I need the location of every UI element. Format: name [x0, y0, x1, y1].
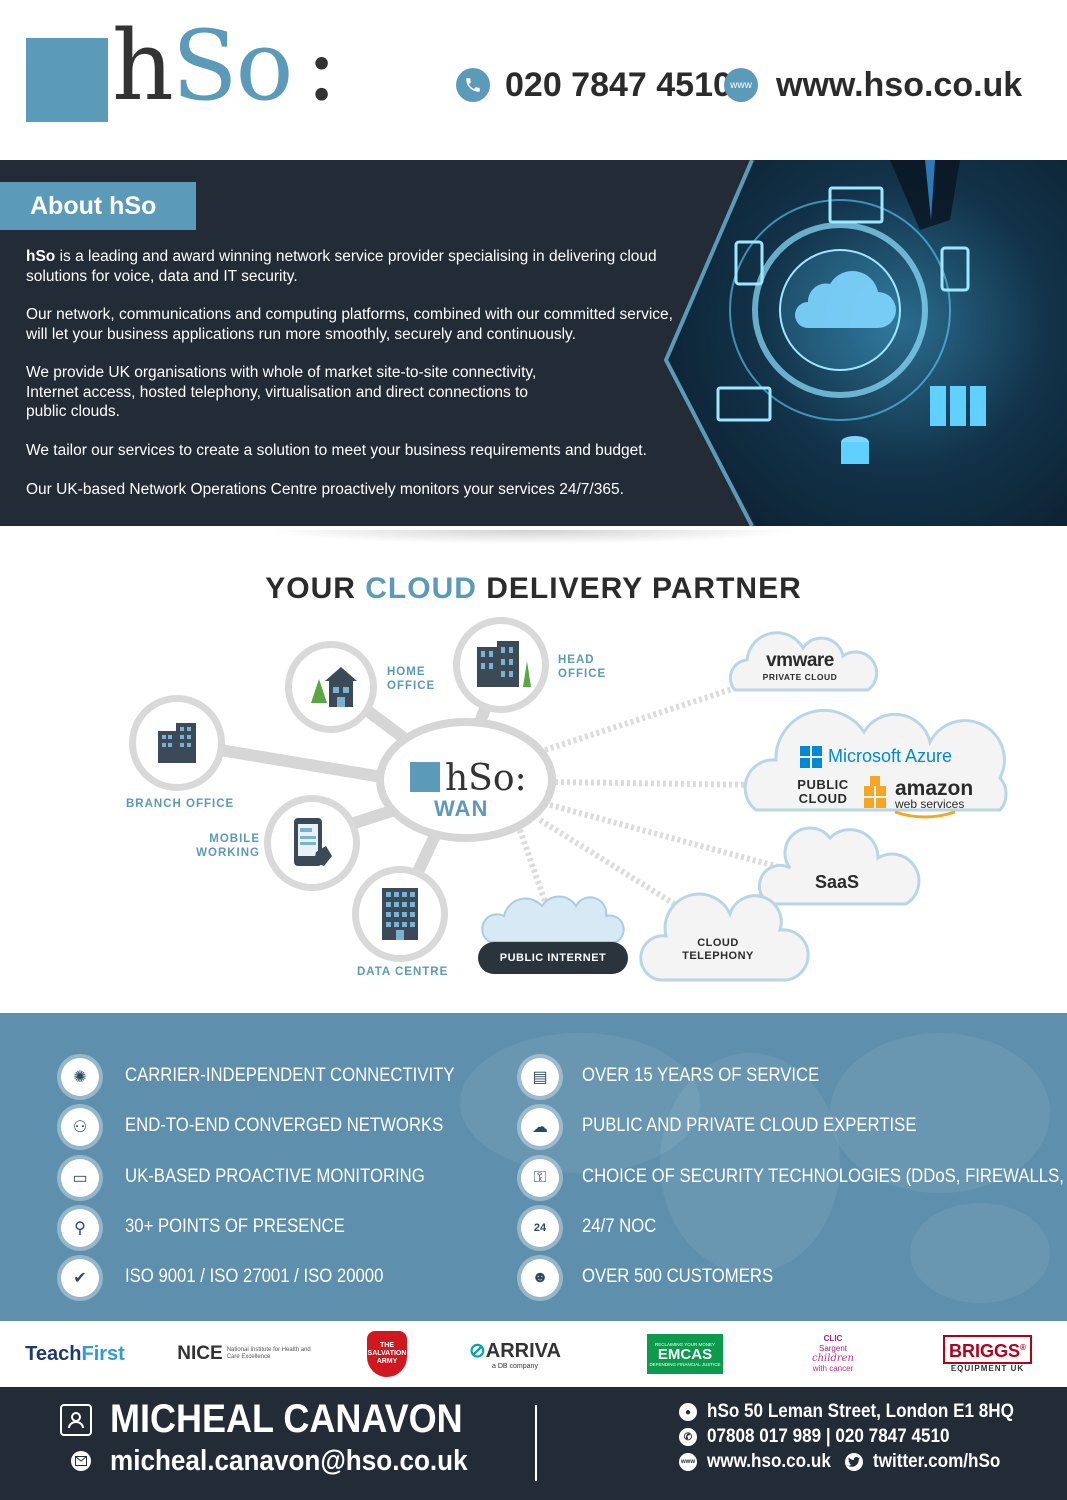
clock-24-icon: 24 [521, 1209, 559, 1247]
monitor-icon: ▭ [61, 1159, 99, 1197]
calendar-clock-icon: ▤ [521, 1058, 559, 1096]
vmware-private-cloud-label: PRIVATE CLOUD [762, 672, 838, 682]
about-section: About hSo hSo is a leading and award win… [0, 160, 1067, 526]
amazon-logo: amazon [895, 777, 974, 800]
head-office-node [453, 617, 549, 713]
clic-sargent-logo: CLIC Sargent children with cancer [812, 1334, 854, 1373]
twitter-icon [845, 1453, 863, 1471]
contact-address: hSo 50 Leman Street, London E1 8HQ [707, 1401, 1014, 1422]
data-centre-label: DATA CENTRE [357, 966, 449, 978]
contact-website[interactable]: www.hso.co.uk [707, 1451, 831, 1472]
header-phone[interactable]: 020 7847 4510 [505, 66, 732, 104]
azure-logo: Microsoft Azure [828, 746, 953, 766]
about-paragraph-3: We provide UK organisations with whole o… [26, 364, 537, 420]
home-office-node [285, 641, 377, 733]
about-paragraph-4: We tailor our services to create a solut… [26, 442, 647, 459]
about-paragraph-1: hSo is a leading and award winning netwo… [26, 248, 657, 285]
salvation-army-logo: THE SALVATION ARMY [362, 1321, 412, 1387]
mobile-working-label: MOBILE WORKING [196, 833, 260, 859]
location-icon: ● [679, 1403, 697, 1421]
phone-icon: ✆ [679, 1428, 697, 1446]
cloud-telephony-label: CLOUD TELEPHONY [682, 937, 754, 962]
feature-left-3: UK-BASED PROACTIVE MONITORING [125, 1166, 425, 1187]
about-paragraph-2: Our network, communications and computin… [26, 306, 673, 343]
contact-twitter[interactable]: twitter.com/hSo [873, 1451, 1001, 1472]
vmware-logo: vmware [766, 650, 834, 671]
home-office-label: HOME OFFICE [387, 666, 436, 692]
email-icon [71, 1451, 91, 1471]
public-internet-label: PUBLIC INTERNET [499, 952, 607, 964]
header-website[interactable]: www.hso.co.uk [776, 66, 1023, 104]
www-icon: www [724, 68, 758, 102]
www-icon: www [679, 1453, 697, 1471]
features-section: ✺ CARRIER-INDEPENDENT CONNECTIVITY ⚇ END… [0, 1013, 1067, 1321]
branch-office-label: BRANCH OFFICE [126, 798, 235, 810]
padlock-icon: ⚿ [521, 1159, 559, 1197]
feature-right-5: OVER 500 CUSTOMERS [582, 1266, 774, 1287]
feature-right-3: CHOICE OF SECURITY TECHNOLOGIES (DDoS, F… [582, 1166, 1067, 1187]
feature-left-5: ISO 9001 / ISO 27001 / ISO 20000 [125, 1266, 384, 1287]
saas-label: SaaS [814, 872, 860, 892]
certificate-icon: ✔ [61, 1259, 99, 1297]
briggs-logo: BRIGGS® EQUIPMENT UK [930, 1321, 1045, 1387]
about-paragraph-5: Our UK-based Network Operations Centre p… [26, 481, 624, 498]
public-cloud-label: PUBLIC CLOUD [797, 777, 849, 806]
footer-divider [535, 1405, 537, 1481]
about-title: About hSo [0, 182, 196, 230]
feature-left-1: CARRIER-INDEPENDENT CONNECTIVITY [125, 1065, 455, 1086]
diagram-title: YOUR CLOUD DELIVERY PARTNER [265, 572, 802, 605]
feature-right-2: PUBLIC AND PRIVATE CLOUD EXPERTISE [582, 1115, 917, 1136]
network-diagram: hSo: [172, 631, 1008, 982]
network-globe-icon: ✺ [61, 1058, 99, 1096]
page-header: hSo: 020 7847 4510 www www.hso.co.uk [0, 0, 1067, 160]
hub-logo: hSo: [445, 758, 527, 799]
contact-name: MICHEAL CANAVON [110, 1397, 463, 1441]
customer-icon: ☻ [521, 1259, 559, 1297]
world-map-pattern [460, 1033, 1050, 1303]
nice-logo: NICE National Institute for Health and C… [177, 1343, 311, 1364]
contact-email[interactable]: micheal.canavon@hso.co.uk [110, 1445, 468, 1477]
presence-icon: ⚲ [61, 1209, 99, 1247]
feature-left-2: END-TO-END CONVERGED NETWORKS [125, 1115, 444, 1136]
head-office-label: HEAD OFFICE [558, 654, 607, 680]
hub-wan-label: WAN [434, 796, 489, 821]
person-icon [60, 1404, 92, 1436]
data-centre-node [352, 866, 448, 962]
cloud-icon: ☁ [521, 1108, 559, 1146]
contact-phones[interactable]: 07808 017 989 | 020 7847 4510 [707, 1426, 950, 1447]
feature-right-4: 24/7 NOC [582, 1216, 657, 1237]
page-footer: MICHEAL CANAVON micheal.canavon@hso.co.u… [0, 1387, 1067, 1500]
branch-office-node [129, 695, 225, 791]
mobile-working-node [264, 795, 360, 891]
section-shadow [260, 530, 800, 544]
amazon-web-services-label: web services [895, 797, 965, 811]
hero-cloud-image [602, 160, 1067, 526]
hso-logo: hSo: [112, 10, 338, 122]
phone-icon [456, 68, 490, 102]
feature-right-1: OVER 15 YEARS OF SERVICE [582, 1065, 820, 1086]
emcas-logo: RECLAIMING YOUR MONEY EMCAS DEFENDING FI… [645, 1321, 725, 1387]
converged-network-icon: ⚇ [61, 1108, 99, 1146]
arriva-logo: ⊘ARRIVA a DB company [469, 1340, 561, 1370]
feature-left-4: 30+ POINTS OF PRESENCE [125, 1216, 345, 1237]
logo-square [26, 38, 108, 122]
